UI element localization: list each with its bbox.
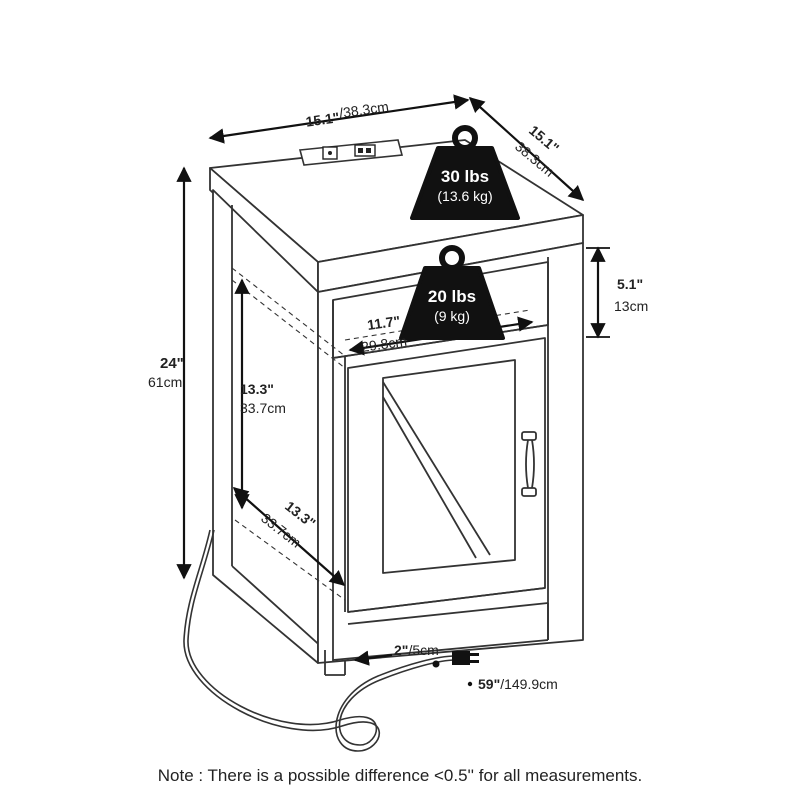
drawer-gap-metric: 13cm	[614, 298, 648, 314]
top-width-imperial: 15.1"	[305, 109, 341, 130]
inner-height-metric: 33.7cm	[240, 400, 286, 416]
shelf-width-imperial: 11.7"	[366, 313, 401, 333]
top-width-metric: /38.3cm	[338, 98, 390, 121]
height-imperial: 24"	[160, 355, 184, 372]
shelf-width-metric: 29.8cm	[360, 333, 408, 355]
height-metric: 61cm	[148, 374, 182, 390]
cord-length-imperial: 59"	[478, 676, 500, 692]
svg-text:59"/149.9cm: 59"/149.9cm	[478, 676, 558, 692]
svg-text:2"/5cm: 2"/5cm	[394, 642, 439, 658]
weight-shelf-kg: (9 kg)	[434, 308, 470, 324]
plug-icon	[432, 651, 479, 668]
cord-length-metric: /149.9cm	[500, 676, 558, 692]
weight-shelf-icon	[399, 245, 505, 340]
usb-outlet-icon	[298, 139, 404, 166]
leg-gap-imperial: 2"	[394, 642, 408, 658]
inner-height-imperial: 13.3"	[240, 381, 274, 397]
power-cord	[183, 529, 456, 752]
weight-top-lbs: 30 lbs	[441, 167, 489, 186]
weight-top-kg: (13.6 kg)	[437, 188, 492, 204]
leg-gap-metric: /5cm	[408, 642, 438, 658]
drawer-gap-imperial: 5.1"	[617, 276, 643, 292]
measurement-note: Note : There is a possible difference <0…	[157, 766, 643, 785]
door-handle	[521, 431, 537, 497]
weight-top-icon	[410, 125, 520, 220]
svg-text:15.1": 15.1"	[305, 109, 341, 130]
weight-shelf-lbs: 20 lbs	[428, 287, 476, 306]
